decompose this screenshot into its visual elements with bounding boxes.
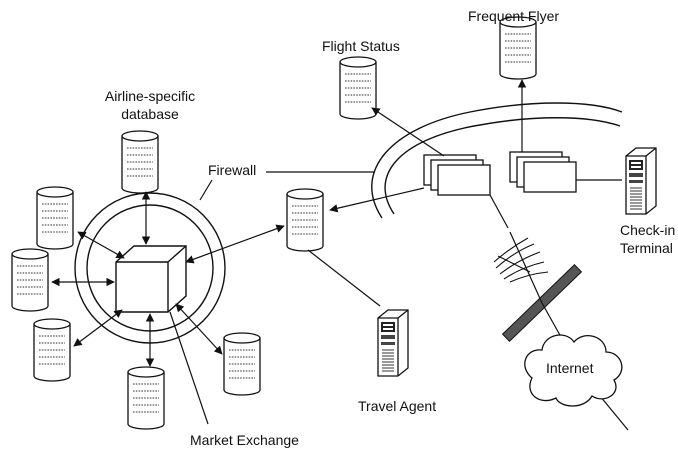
internet-cloud (524, 334, 623, 407)
database-bottom (127, 366, 165, 430)
hub-arrows (51, 191, 285, 367)
flight-status-label: Flight Status (322, 38, 400, 54)
database-airline-specific (121, 130, 159, 194)
database-frequent-flyer (499, 16, 537, 80)
market-exchange-cube (115, 245, 187, 313)
database-left-lower (33, 318, 71, 382)
wireless-signal-icon (493, 237, 549, 283)
firewall-label: Firewall (208, 162, 257, 178)
travel-agent-label: Travel Agent (358, 398, 437, 414)
database-right-lower (223, 332, 261, 396)
app-server-stack-flight (423, 154, 491, 196)
database-hub-connector (286, 188, 324, 252)
firewall-arc (371, 102, 623, 219)
frequent-flyer-label: Frequent Flyer (468, 8, 560, 24)
travel-agent-server (377, 309, 409, 377)
database-left-upper (36, 186, 74, 250)
check-in-terminal-label-line2: Terminal (620, 240, 673, 256)
internet-label: Internet (546, 360, 594, 376)
app-server-stack-flyer (509, 151, 577, 193)
check-in-terminal-server (625, 147, 657, 215)
airline-db-label-line2: database (121, 106, 179, 122)
check-in-terminal-label-line1: Check-in (620, 222, 676, 238)
market-exchange-pointer (169, 311, 209, 425)
database-flight-status (339, 56, 377, 120)
database-left-middle (11, 248, 49, 312)
airline-db-label-line1: Airline-specific (104, 88, 196, 104)
market-exchange-label: Market Exchange (190, 432, 299, 448)
